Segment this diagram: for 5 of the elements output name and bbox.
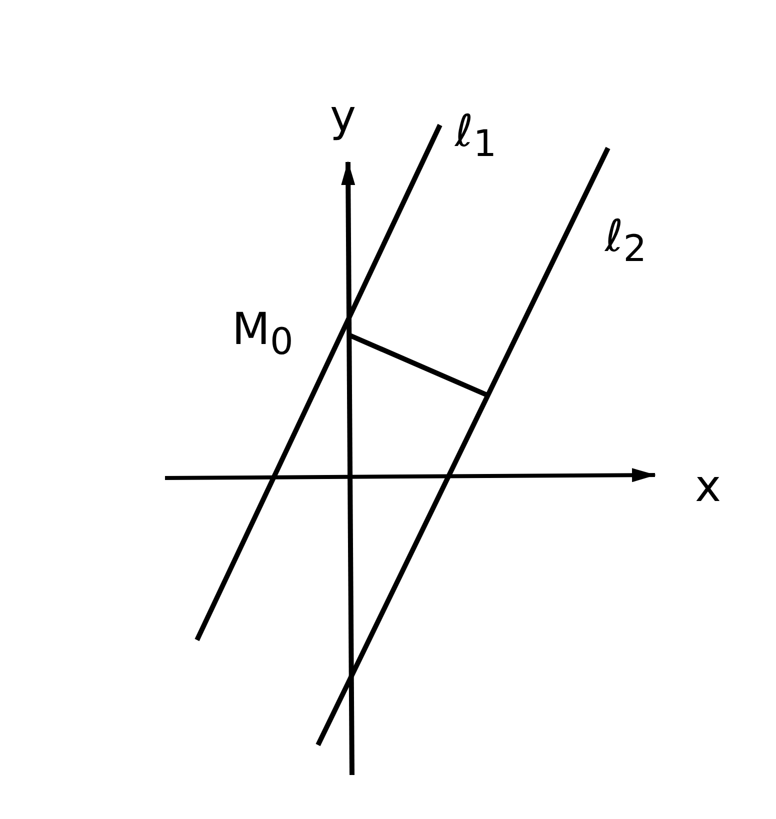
axis-label: x <box>695 465 722 509</box>
line-label: ℓ$_{2}$ <box>605 215 647 268</box>
line-label: ℓ$_{1}$ <box>455 110 497 162</box>
axis-label: y <box>330 95 356 139</box>
point-label: M$_{0}$ <box>232 308 294 360</box>
